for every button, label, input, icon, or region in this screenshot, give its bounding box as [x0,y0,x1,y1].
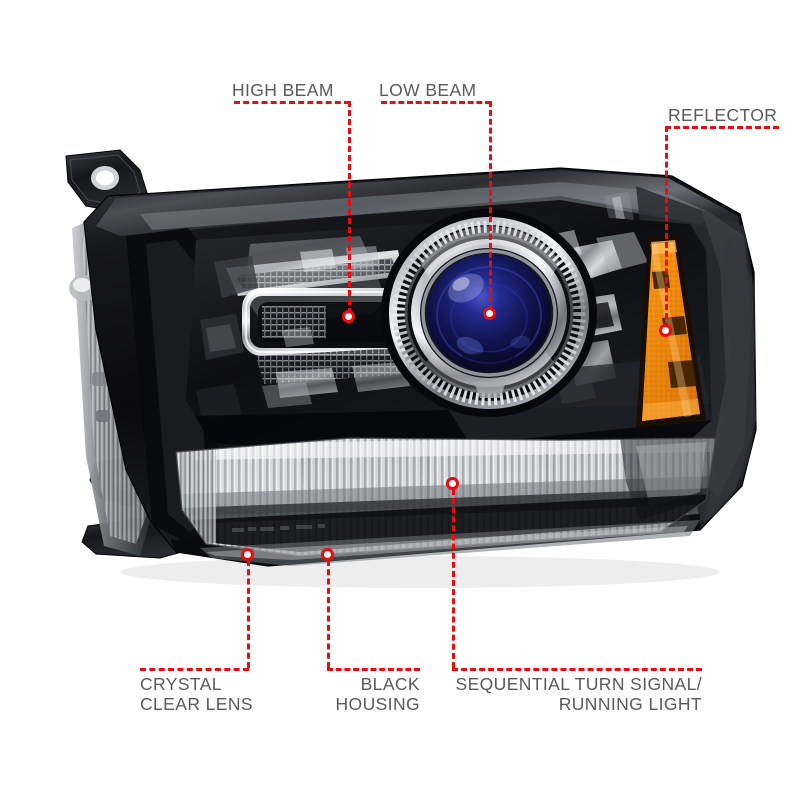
leader-high-beam-horizontal [234,101,350,104]
callout-label-sequential-turn-signal: SEQUENTIAL TURN SIGNAL/ RUNNING LIGHT [455,674,702,714]
callout-dot-black-housing[interactable] [320,547,334,561]
callout-label-black-housing: BLACK HOUSING [335,674,420,714]
callout-label-reflector: REFLECTOR [668,105,778,125]
leader-high-beam-vertical [348,101,351,314]
leader-sequential-turn-signal-vertical [452,489,455,668]
callout-dot-reflector[interactable] [658,323,672,337]
callout-dot-crystal-clear-lens[interactable] [240,547,254,561]
lower-clear-lens [175,437,717,557]
callout-dot-sequential-turn-signal[interactable] [445,476,459,490]
callout-label-crystal-clear-lens: CRYSTAL CLEAR LENS [140,674,253,714]
callout-label-low-beam: LOW BEAM [379,80,477,100]
callout-dot-low-beam[interactable] [482,306,496,320]
leader-black-housing-horizontal [327,668,420,671]
leader-reflector-horizontal [665,126,779,129]
callout-label-high-beam: HIGH BEAM [232,80,334,100]
leader-crystal-clear-lens-vertical [247,560,250,668]
leader-sequential-turn-signal-horizontal [452,668,702,671]
leader-crystal-clear-lens-horizontal [140,668,249,671]
leader-black-housing-vertical [327,560,330,668]
leader-low-beam-vertical [489,101,492,311]
leader-low-beam-horizontal [381,101,491,104]
leader-reflector-vertical [665,126,668,328]
callout-dot-high-beam[interactable] [341,309,355,323]
